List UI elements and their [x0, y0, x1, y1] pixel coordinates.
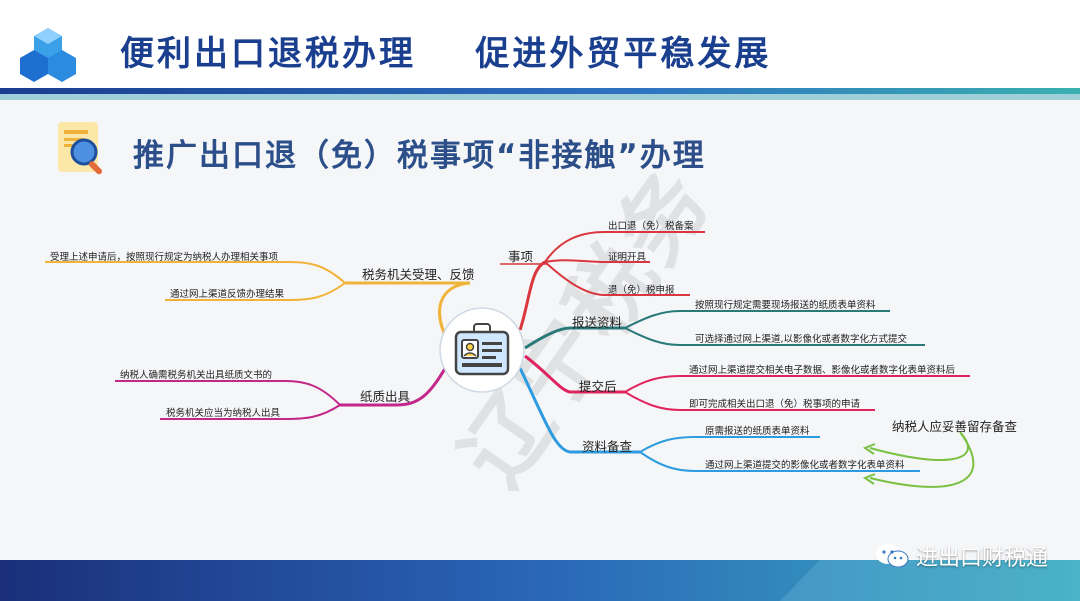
leaf-tijiao-1: 通过网上渠道提交相关电子数据、影像化或者数字化表单资料后 — [689, 365, 956, 376]
branch-zhizhi: 纸质出具 — [360, 389, 411, 404]
hexagon-cubes-logo — [20, 28, 76, 82]
branch-tijiao: 提交后 — [579, 379, 617, 394]
page-title: 便利出口退税办理 促进外贸平稳发展 — [120, 34, 772, 74]
leaf-beicha-1: 原需报送的纸质表单资料 — [705, 426, 810, 437]
wechat-account-name: 进出口财税通 — [915, 546, 1048, 571]
leaf-tijiao-2: 即可完成相关出口退（免）税事项的申请 — [689, 399, 861, 410]
leaf-zhizhi-2: 税务机关应当为纳税人出具 — [166, 408, 281, 419]
branch-shixiang: 事项 — [508, 249, 534, 264]
leaf-baosong-2: 可选择通过网上渠道,以影像化或者数字化方式提交 — [695, 334, 908, 345]
document-magnifier-icon — [58, 122, 103, 175]
section-title: 推广出口退（免）税事项“非接触”办理 — [133, 138, 706, 174]
wechat-icon — [875, 544, 909, 568]
branch-shouli: 税务机关受理、反馈 — [362, 267, 475, 282]
leaf-shixiang-1: 出口退（免）税备案 — [608, 221, 694, 232]
leaf-zhizhi-1: 纳税人确需税务机关出具纸质文书的 — [120, 370, 273, 381]
header-band — [0, 0, 1080, 88]
leaf-beicha-2: 通过网上渠道提交的影像化或者数字化表单资料 — [705, 460, 905, 471]
branch-baosong: 报送资料 — [572, 315, 623, 330]
wechat-account: 进出口财税通 — [874, 540, 1048, 572]
leaf-shouli-2: 通过网上渠道反馈办理结果 — [170, 289, 285, 300]
header-divider-stripe — [0, 88, 1080, 100]
leaf-shixiang-3: 退（免）税申报 — [608, 285, 675, 296]
leaf-shixiang-2: 证明开具 — [608, 252, 647, 263]
callout-beicha: 纳税人应妥善留存备查 — [892, 419, 1018, 434]
leaf-shouli-1: 受理上述申请后，按照现行规定为纳税人办理相关事项 — [50, 252, 279, 263]
branch-beicha: 资料备查 — [582, 439, 633, 454]
id-card-icon — [454, 323, 510, 376]
leaf-baosong-1: 按照现行规定需要现场报送的纸质表单资料 — [695, 300, 876, 311]
